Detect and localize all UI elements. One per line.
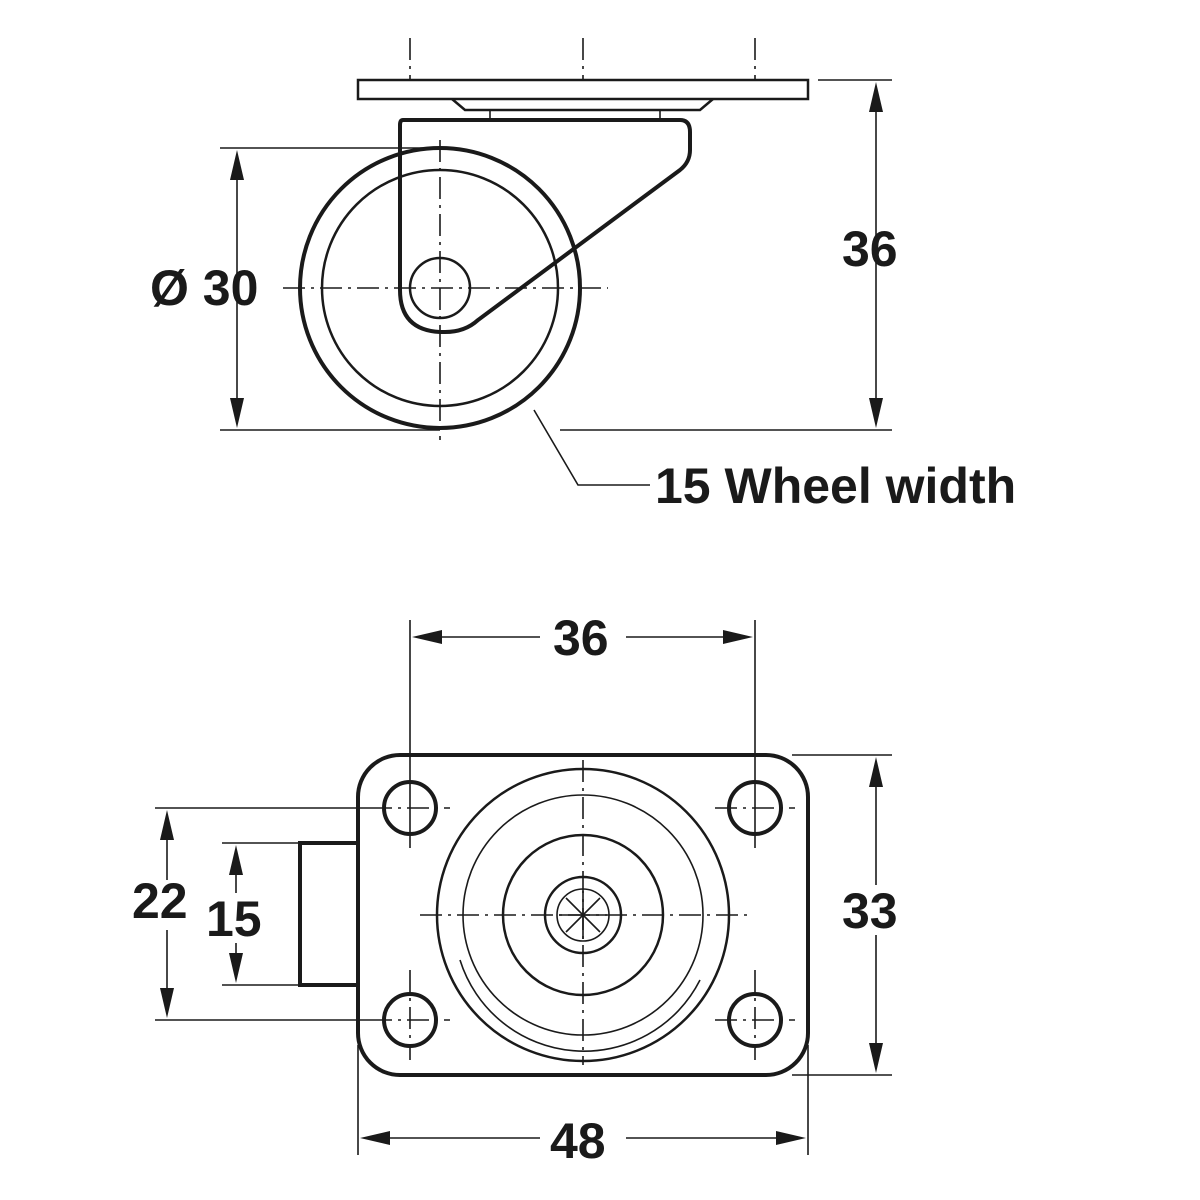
plan-view: 36	[132, 610, 910, 1169]
inner-arrow-bottom	[229, 953, 243, 983]
depth-label-bg	[842, 885, 910, 935]
depth-arrow-bottom	[869, 1043, 883, 1073]
width-label: 48	[550, 1113, 606, 1169]
bearing-housing	[451, 98, 714, 112]
inner-label-bg	[205, 893, 273, 943]
spacing-arrow-left	[412, 630, 442, 644]
diameter-arrow-top	[230, 150, 244, 180]
width-label-bg	[540, 1113, 626, 1163]
outer-label: 22	[132, 873, 188, 929]
diameter-label: Ø 30	[150, 260, 258, 316]
height-arrow-bottom	[869, 398, 883, 428]
width-arrow-left	[360, 1131, 390, 1145]
wheel-protrusion	[298, 841, 360, 987]
outer-label-bg	[132, 880, 200, 930]
top-plate	[356, 78, 810, 101]
height-label: 36	[842, 221, 898, 277]
inner-label: 15	[206, 891, 262, 947]
side-view: Ø 30 36 15 Wheel width	[150, 38, 1016, 514]
depth-label: 33	[842, 883, 898, 939]
outer-arrow-top	[160, 810, 174, 840]
spacing-label-bg	[540, 612, 626, 662]
outer-arrow-bottom	[160, 988, 174, 1018]
depth-arrow-top	[869, 757, 883, 787]
inner-arrow-top	[229, 845, 243, 875]
spacing-label: 36	[553, 610, 609, 666]
width-arrow-right	[776, 1131, 806, 1145]
height-arrow-top	[869, 82, 883, 112]
spacing-arrow-right	[723, 630, 753, 644]
bearing-arc-lower	[459, 959, 701, 1052]
wheel-width-leader	[533, 409, 650, 486]
fork-bracket	[398, 118, 692, 334]
diameter-arrow-bottom	[230, 398, 244, 428]
wheel-width-label: 15 Wheel width	[655, 458, 1016, 514]
